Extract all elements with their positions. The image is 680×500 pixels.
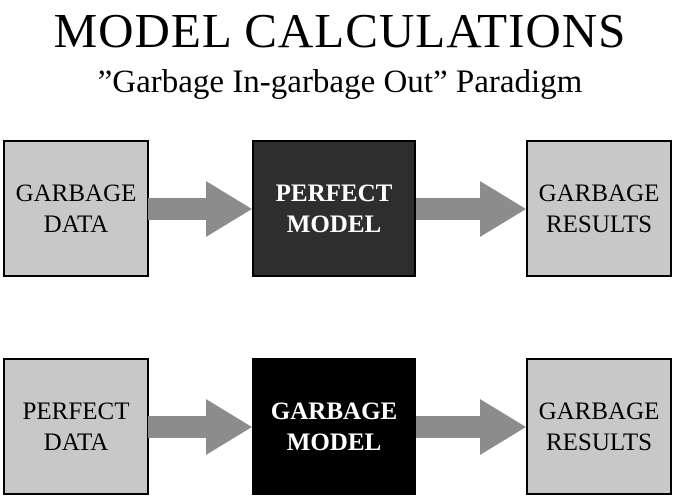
perfect-data-box: PERFECT DATA [3, 358, 149, 495]
diagram-subtitle: ”Garbage In-garbage Out” Paradigm [97, 64, 583, 100]
arrow-right-icon [148, 399, 258, 455]
box-label-line1: GARBAGE [270, 397, 398, 425]
perfect-model-box: PERFECT MODEL [252, 140, 416, 277]
box-label-line1: GARBAGE [538, 179, 660, 207]
box-label-line2: RESULTS [545, 210, 653, 238]
box-label-line2: DATA [43, 428, 109, 456]
box-label-line2: MODEL [286, 428, 382, 456]
diagram-title: MODEL CALCULATIONS [53, 3, 627, 58]
box-label-line1: PERFECT [275, 179, 393, 207]
box-label-line2: DATA [43, 210, 109, 238]
box-label-line1: PERFECT [22, 397, 130, 425]
box-label-line2: RESULTS [545, 428, 653, 456]
garbage-model-box: GARBAGE MODEL [252, 358, 416, 495]
arrow-right-icon [416, 399, 526, 455]
box-label-line1: GARBAGE [15, 179, 137, 207]
garbage-results-box: GARBAGE RESULTS [526, 140, 672, 277]
box-label-line2: MODEL [286, 210, 382, 238]
garbage-results-box: GARBAGE RESULTS [526, 358, 672, 495]
garbage-data-box: GARBAGE DATA [3, 140, 149, 277]
arrow-right-icon [148, 181, 258, 237]
arrow-right-icon [416, 181, 526, 237]
box-label-line1: GARBAGE [538, 397, 660, 425]
